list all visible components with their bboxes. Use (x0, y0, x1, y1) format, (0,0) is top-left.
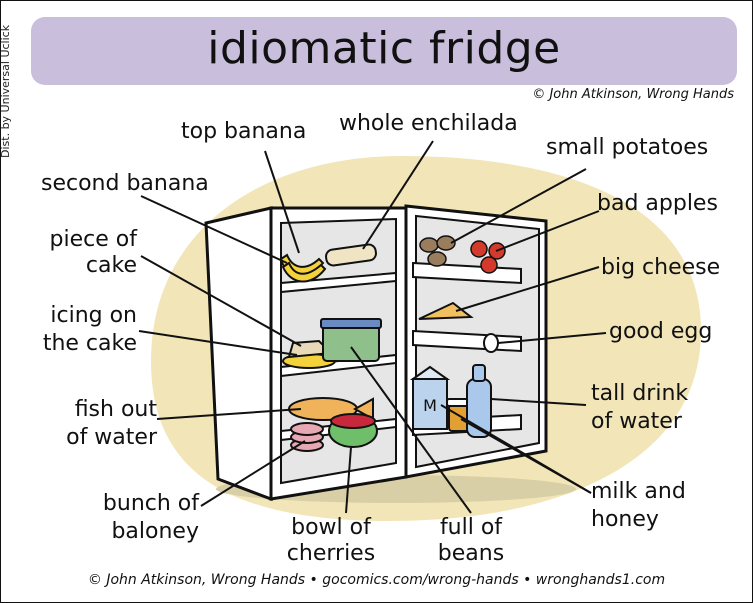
pointer-lines (138, 140, 607, 514)
label-beans-line-1: full of (439, 515, 503, 540)
label-tall-drink-line-1: tall drink (591, 381, 689, 406)
milk-carton: M (409, 365, 451, 430)
label-icing-line-1: icing on (50, 303, 137, 328)
label-big-cheese: big cheese (601, 255, 721, 280)
page-title: idiomatic fridge (207, 23, 561, 74)
label-bad-apples: bad apples (597, 191, 718, 216)
label-second-banana: second banana (41, 171, 209, 196)
label-beans-line-2: beans (437, 541, 505, 566)
label-milk-honey-line-1: milk and (591, 479, 686, 504)
label-baloney-line-2: baloney (111, 519, 199, 544)
banana (281, 261, 327, 283)
label-icing-line-2: the cake (42, 331, 137, 356)
enchilada (325, 243, 377, 267)
label-piece-of-cake-line-2: cake (85, 253, 137, 278)
label-whole-enchilada: whole enchilada (339, 111, 518, 136)
potatoes (419, 235, 456, 267)
label-baloney-line-1: bunch of (102, 491, 199, 516)
apples (470, 240, 506, 274)
label-top-banana: top banana (181, 119, 307, 144)
label-fish-line-1: fish out (74, 397, 157, 422)
label-cherries-line-1: bowl of (291, 515, 371, 540)
milk-carton-letter: M (423, 396, 437, 415)
footer-credit: © John Atkinson, Wrong Hands • gocomics.… (87, 572, 666, 588)
label-cherries-line-2: cherries (286, 541, 376, 566)
egg (483, 333, 499, 353)
label-milk-honey-line-2: honey (591, 507, 659, 532)
label-piece-of-cake-line-1: piece of (49, 227, 137, 252)
shelf (280, 271, 397, 294)
label-tall-drink-line-2: of water (591, 409, 682, 434)
label-fish-line-2: of water (66, 425, 157, 450)
title-banner: idiomatic fridge (31, 17, 737, 85)
label-good-egg: good egg (609, 319, 713, 344)
label-small-potatoes: small potatoes (546, 135, 709, 160)
author-credit: © John Atkinson, Wrong Hands (532, 87, 734, 102)
water-bottle (466, 364, 492, 438)
